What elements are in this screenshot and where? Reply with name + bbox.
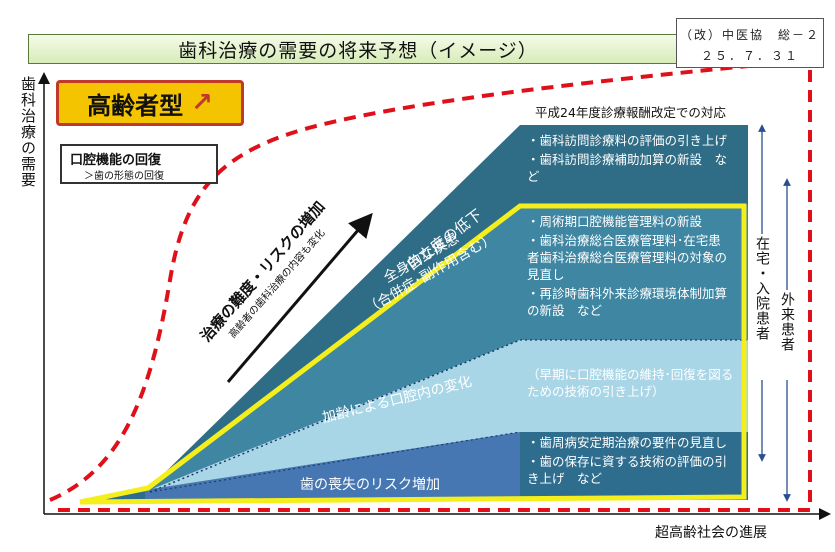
band-aging bbox=[145, 340, 748, 492]
elderly-type-badge: 高齢者型 ↗ bbox=[56, 80, 244, 126]
bullet-item: ・歯科訪問診療補助加算の新設 など bbox=[527, 152, 728, 184]
dotted-line-upper bbox=[149, 339, 521, 493]
yellow-outline bbox=[79, 203, 747, 505]
x-axis-label: 超高齢社会の進展 bbox=[655, 525, 767, 541]
bullets-top: ・歯科訪問診療料の評価の引き上げ ・歯科訪問診療補助加算の新設 など bbox=[527, 132, 732, 187]
elderly-type-label: 高齢者型 bbox=[87, 91, 184, 120]
bullets-bottom: ・歯周病安定期治療の要件の見直し ・歯の保存に資する技術の評価の引き上げ など bbox=[527, 434, 732, 489]
band-systemic bbox=[145, 205, 748, 492]
difficulty-arrow bbox=[226, 212, 373, 383]
reference-box: （改）中医協 総－２ ２５．７．３１ bbox=[676, 18, 824, 68]
reference-line-1: （改）中医協 総－２ bbox=[679, 28, 820, 42]
side-label-outpatient: 外来患者 bbox=[777, 290, 797, 354]
band-tooth-loss-light bbox=[145, 432, 520, 500]
y-axis-label: 歯科治療の需要 bbox=[19, 76, 37, 188]
oral-function-subtitle: ＞歯の形態の回復 bbox=[84, 171, 164, 182]
bullets-middle: ・周術期口腔機能管理料の新設 ・歯科治療総合医療管理料･在宅患者歯科治療総合医療… bbox=[527, 213, 732, 321]
oral-function-title: 口腔機能の回復 bbox=[70, 153, 162, 168]
oral-function-box: 口腔機能の回復 ＞歯の形態の回復 bbox=[60, 144, 218, 184]
band-top-dark bbox=[145, 125, 748, 492]
bullet-item: ・歯科治療総合医療管理料･在宅患者歯科治療総合医療管理料の対象の見直し bbox=[527, 233, 728, 282]
bullets-aging: （早期に口腔機能の維持･回復を図るための技術の引き上げ） bbox=[527, 367, 734, 399]
band-label-tooth-loss: 歯の喪失のリスク増加 bbox=[300, 477, 440, 493]
demand-curve-dashed bbox=[49, 57, 812, 512]
page-title-text: 歯科治療の需要の将来予想（イメージ） bbox=[178, 39, 538, 62]
reference-line-2: ２５．７．３１ bbox=[700, 49, 799, 63]
revision-header: 平成24年度診療報酬改定での対応 bbox=[535, 105, 726, 120]
bullet-item: ・再診時歯科外来診療環境体制加算の新設 など bbox=[527, 286, 728, 318]
page-title: 歯科治療の需要の将来予想（イメージ） bbox=[28, 34, 688, 64]
up-right-arrow-icon: ↗ bbox=[191, 88, 213, 118]
side-label-inpatient: 在宅・入院患者 bbox=[752, 234, 772, 343]
bullet-item: ・歯科訪問診療料の評価の引き上げ bbox=[527, 133, 728, 148]
bullet-item: ・周術期口腔機能管理料の新設 bbox=[527, 214, 703, 229]
bullet-item: ・歯の保存に資する技術の評価の引き上げ など bbox=[527, 454, 728, 486]
bullet-item: ・歯周病安定期治療の要件の見直し bbox=[527, 435, 728, 450]
